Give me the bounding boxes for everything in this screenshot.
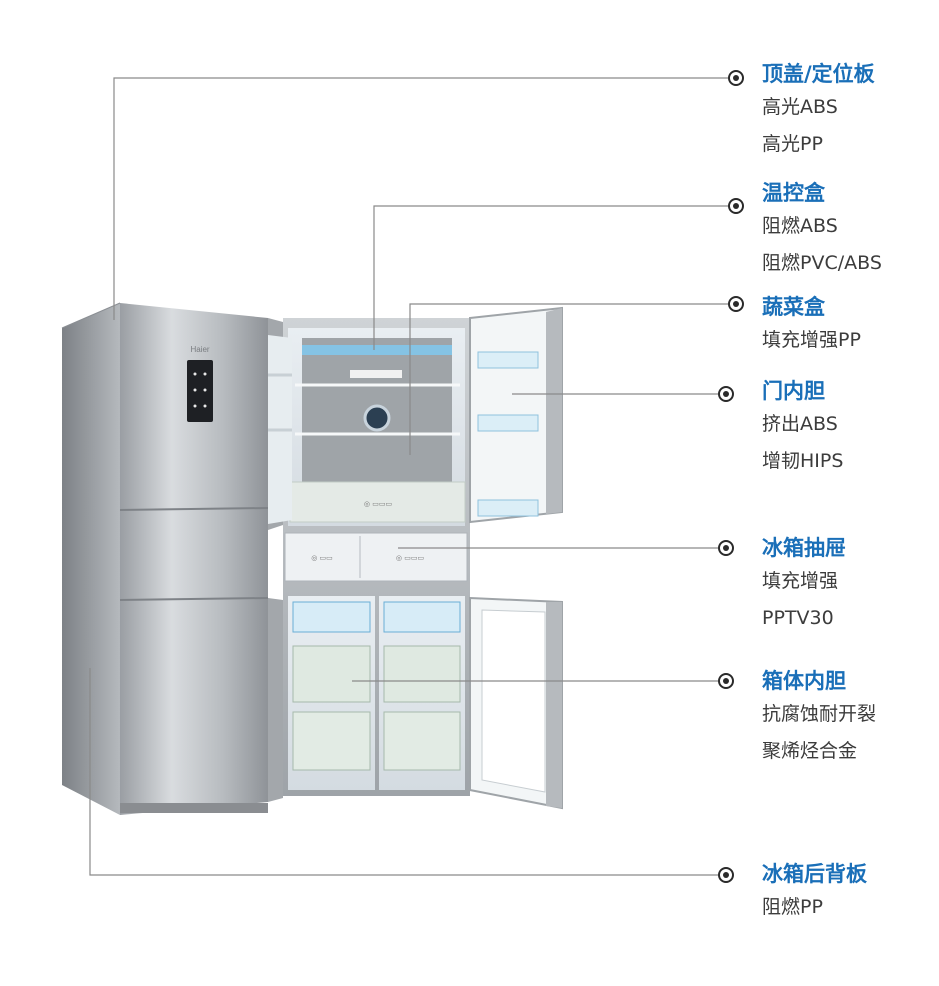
- callout-material: 阻燃PVC/ABS: [762, 252, 882, 274]
- brand-logo: Haier: [190, 345, 209, 354]
- callout-title: 冰箱抽屉: [762, 536, 846, 560]
- callout-thermostat-box: 温控盒 阻燃ABS 阻燃PVC/ABS: [762, 178, 882, 282]
- callout-top-cover: 顶盖/定位板 高光ABS 高光PP: [762, 59, 875, 163]
- callout-material: 聚烯烃合金: [762, 740, 858, 762]
- callout-title: 箱体内胆: [762, 669, 846, 693]
- callout-material: 高光PP: [762, 133, 823, 155]
- leader-line-crisper-box: [409, 303, 728, 455]
- callout-material: 增韧HIPS: [762, 450, 844, 472]
- callout-material: 阻燃PP: [762, 896, 823, 918]
- callout-marker-icon: [718, 386, 734, 402]
- callout-material: 抗腐蚀耐开裂: [762, 703, 877, 725]
- leader-lines: [89, 77, 728, 876]
- callout-back-panel: 冰箱后背板 阻燃PP: [762, 859, 867, 926]
- svg-text:◎ ▭▭▭: ◎ ▭▭▭: [396, 554, 424, 562]
- callout-fridge-drawer: 冰箱抽屉 填充增强 PPTV30: [762, 533, 846, 637]
- callout-title: 温控盒: [762, 181, 825, 205]
- open-refrigerator: ◎ ▭▭▭ ◎ ▭▭ ◎ ▭▭▭: [268, 306, 563, 810]
- callout-marker-icon: [718, 867, 734, 883]
- control-panel-display: [187, 360, 213, 422]
- callout-title: 冰箱后背板: [762, 862, 867, 886]
- callout-marker-icon: [728, 296, 744, 312]
- callout-crisper-box: 蔬菜盒 填充增强PP: [762, 292, 861, 359]
- callout-material: 高光ABS: [762, 96, 838, 118]
- callout-title: 顶盖/定位板: [762, 62, 875, 86]
- callout-material: 阻燃ABS: [762, 215, 838, 237]
- callout-material: PPTV30: [762, 607, 834, 629]
- leader-line-thermostat-box: [373, 205, 728, 350]
- callout-title: 门内胆: [762, 379, 825, 403]
- svg-text:◎ ▭▭▭: ◎ ▭▭▭: [364, 500, 392, 508]
- callout-title: 蔬菜盒: [762, 295, 825, 319]
- leader-line-top-cover: [113, 77, 728, 320]
- callout-marker-icon: [728, 70, 744, 86]
- callout-material: 填充增强: [762, 570, 839, 592]
- callout-door-liner: 门内胆 挤出ABS 增韧HIPS: [762, 376, 843, 480]
- callout-cabinet-liner: 箱体内胆 抗腐蚀耐开裂 聚烯烃合金: [762, 666, 876, 770]
- callout-marker-icon: [728, 198, 744, 214]
- air-outlet: [363, 404, 391, 432]
- callout-marker-icon: [718, 673, 734, 689]
- callout-material: 填充增强PP: [762, 329, 861, 351]
- closed-refrigerator: Haier: [61, 302, 269, 815]
- callout-material: 挤出ABS: [762, 413, 838, 435]
- leader-line-back-panel: [89, 668, 718, 876]
- svg-text:◎ ▭▭: ◎ ▭▭: [311, 554, 333, 562]
- callout-marker-icon: [718, 540, 734, 556]
